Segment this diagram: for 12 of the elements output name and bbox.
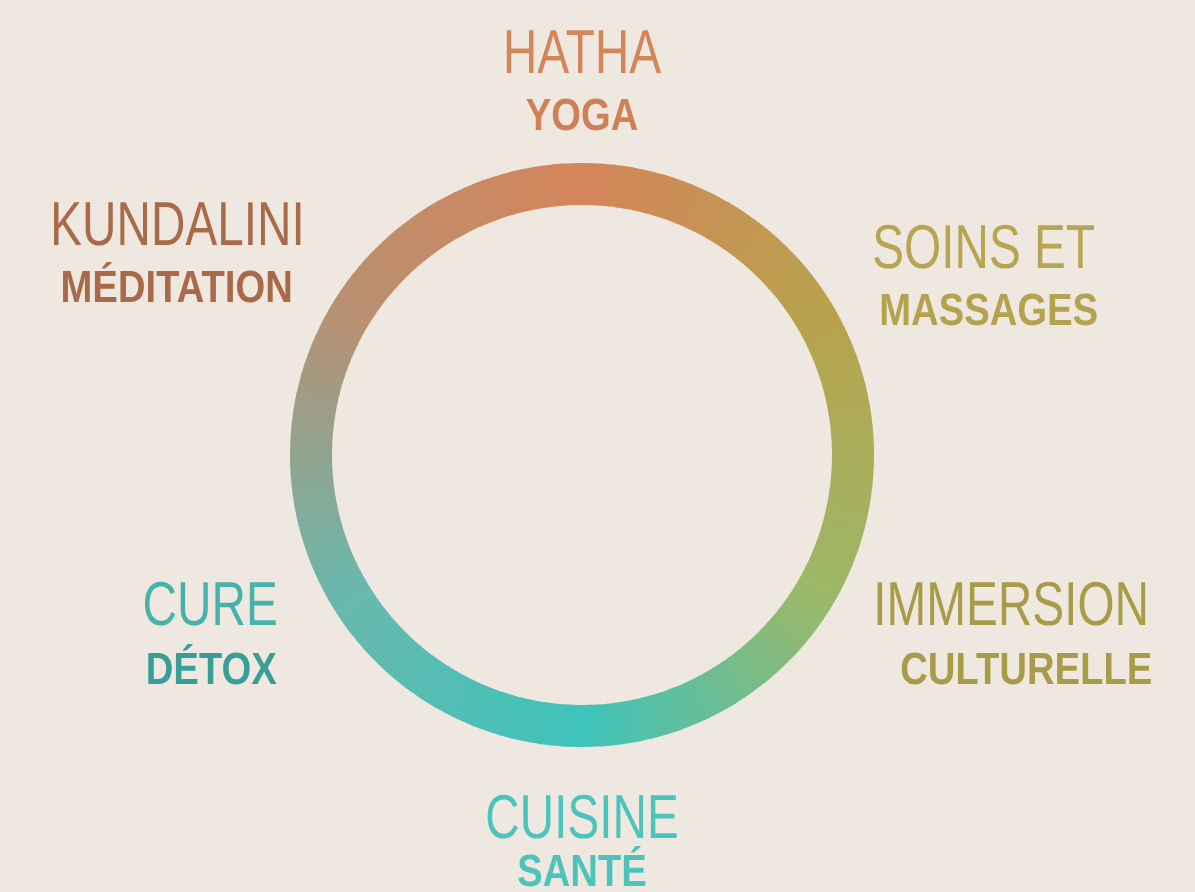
- title-text: IMMERSION: [877, 581, 1146, 626]
- subtitle-text: SANTÉ: [518, 846, 646, 887]
- title-text: CURE: [144, 581, 276, 626]
- subtitle-text: YOGA: [526, 98, 638, 131]
- title-text: KUNDALINI: [54, 202, 301, 246]
- title-text: SOINS ET: [874, 224, 1094, 269]
- subtitle-text: MASSAGES: [881, 293, 1097, 326]
- title-text: CUISINE: [487, 794, 677, 839]
- subtitle-text: MÉDITATION: [63, 262, 291, 303]
- subtitle-text: CULTURELLE: [901, 652, 1151, 685]
- subtitle-text: DÉTOX: [148, 644, 277, 685]
- title-text: HATHA: [506, 30, 662, 73]
